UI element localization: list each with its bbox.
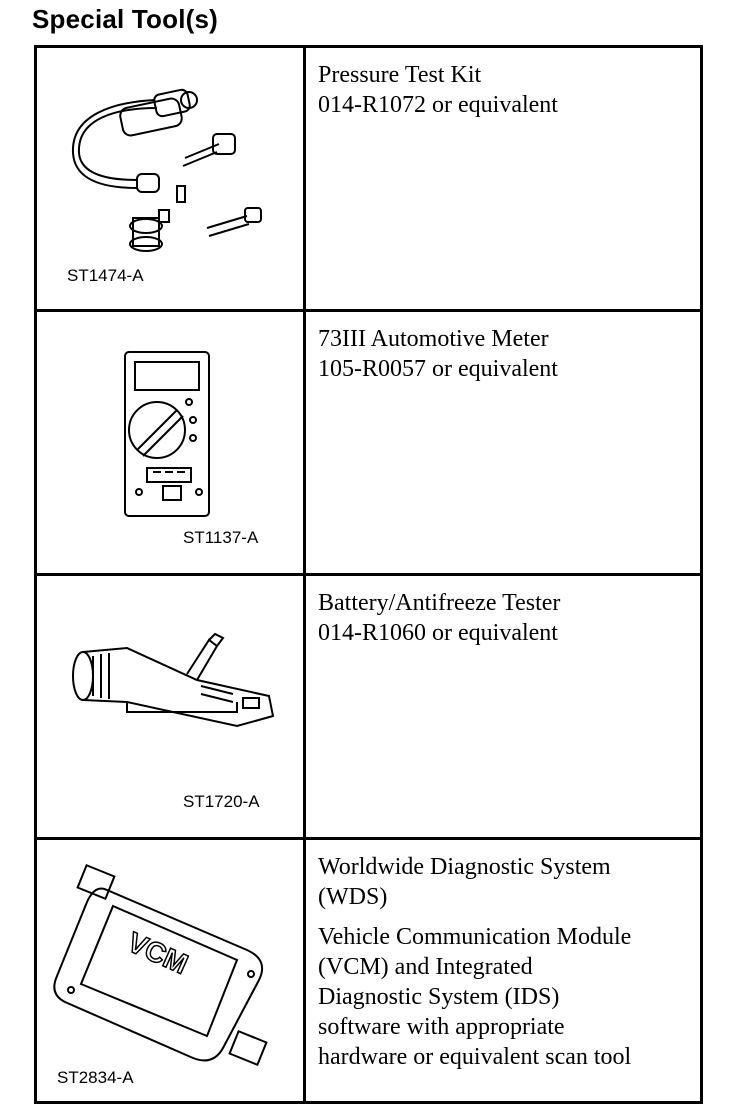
description-line: Diagnostic System (IDS) — [318, 984, 560, 1010]
tool-description-cell: 73III Automotive Meter 105-R0057 or equi… — [303, 309, 703, 576]
description-line: (VCM) and Integrated — [318, 954, 533, 980]
tool-description-cell: Pressure Test Kit 014-R1072 or equivalen… — [303, 45, 703, 312]
pressure-test-kit-icon — [71, 88, 262, 252]
vcm-module-icon: VCM — [53, 863, 268, 1067]
special-tools-table: ST1474-A Pressure Test Kit 014-R1072 or … — [34, 45, 703, 1104]
image-code: ST1474-A — [67, 266, 144, 285]
description-line: software with appropriate — [318, 1014, 565, 1040]
description-line: Vehicle Communication Module — [318, 924, 632, 950]
tool-image-cell: VCM ST2834-A — [34, 837, 306, 1104]
tool-name-abbrev: (WDS) — [318, 884, 388, 910]
image-code: ST2834-A — [57, 1068, 134, 1087]
tool-name: Pressure Test Kit — [318, 62, 482, 88]
tool-alternate-description: Vehicle Communication Module (VCM) and I… — [318, 922, 690, 1072]
page-title: Special Tool(s) — [32, 4, 218, 34]
tool-description-cell: Worldwide Diagnostic System (WDS) Vehicl… — [303, 837, 703, 1104]
automotive-meter-icon — [124, 351, 210, 517]
tool-image-cell: ST1137-A — [34, 309, 306, 576]
image-code: ST1720-A — [183, 792, 260, 811]
tool-image-cell: ST1720-A — [34, 573, 306, 840]
tool-part-number: 105-R0057 or equivalent — [318, 356, 558, 382]
vcm-label: VCM — [123, 926, 192, 980]
table-row: ST1720-A Battery/Antifreeze Tester 014-R… — [34, 573, 703, 840]
tool-name: Worldwide Diagnostic System — [318, 854, 611, 880]
tool-name: 73III Automotive Meter — [318, 326, 549, 352]
table-row: ST1474-A Pressure Test Kit 014-R1072 or … — [34, 45, 703, 312]
tool-name: Battery/Antifreeze Tester — [318, 590, 561, 616]
tool-description-cell: Battery/Antifreeze Tester 014-R1060 or e… — [303, 573, 703, 840]
battery-antifreeze-tester-icon — [72, 632, 275, 728]
description-line: hardware or equivalent scan tool — [318, 1044, 632, 1070]
tool-part-number: 014-R1060 or equivalent — [318, 620, 558, 646]
image-code: ST1137-A — [183, 528, 259, 547]
table-row: VCM ST2834-A Worldwide Diagnostic System… — [34, 837, 703, 1104]
tool-image-cell: ST1474-A — [34, 45, 306, 312]
tool-part-number: 014-R1072 or equivalent — [318, 92, 558, 118]
table-row: ST1137-A 73III Automotive Meter 105-R005… — [34, 309, 703, 576]
